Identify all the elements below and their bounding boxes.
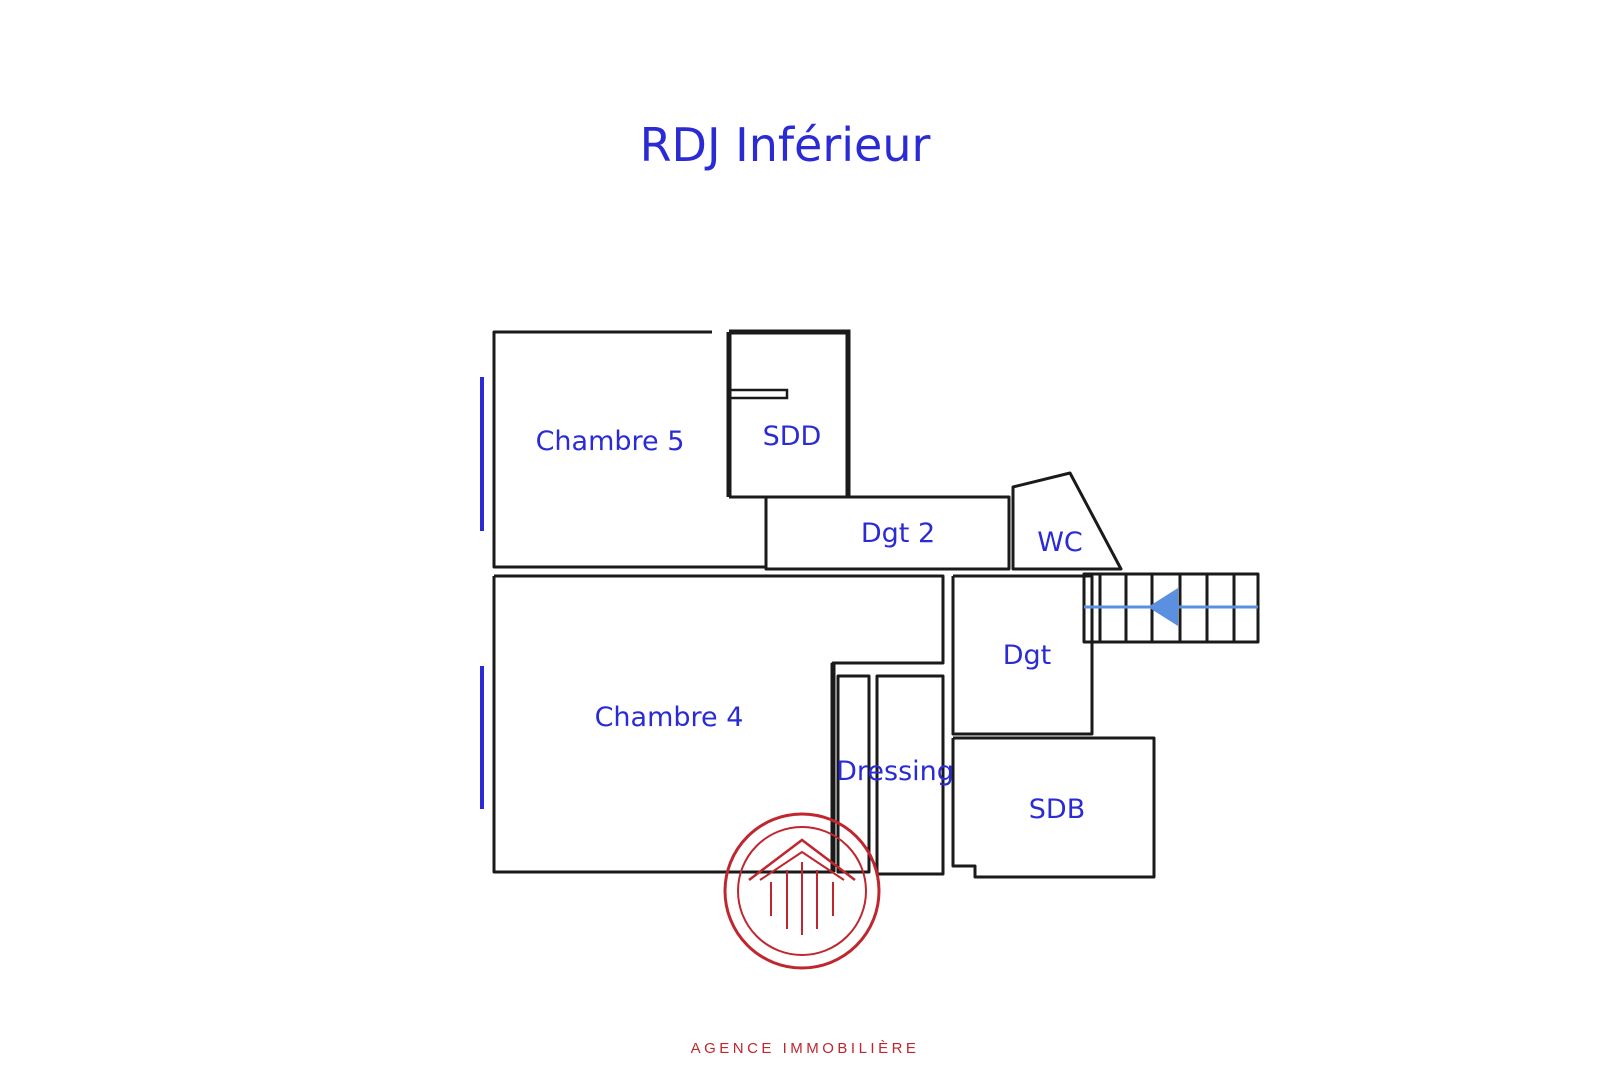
logo-outer-ring xyxy=(723,812,881,970)
room-sdb: SDB xyxy=(951,736,1156,879)
room-dgt: Dgt xyxy=(951,574,1094,736)
wall-sdb xyxy=(951,736,1156,879)
stair-arrow-head-icon xyxy=(1148,588,1178,626)
wall-dressing-left xyxy=(836,674,871,874)
label-chambre-4: Chambre 4 xyxy=(595,702,744,733)
wall-dgt xyxy=(951,574,1094,736)
label-chambre-5: Chambre 5 xyxy=(536,426,685,457)
sdd-stub xyxy=(727,388,789,400)
logo-roof-outer-icon xyxy=(748,838,856,881)
plan-title: RDJ Inférieur xyxy=(639,118,931,172)
room-sdd: SDD xyxy=(726,329,851,499)
label-wc: WC xyxy=(1037,527,1083,558)
label-sdd: SDD xyxy=(763,421,822,452)
label-sdb: SDB xyxy=(1029,794,1085,825)
room-dressing: Dressing xyxy=(836,674,954,876)
room-dgt-2: Dgt 2 xyxy=(764,495,1011,571)
agency-caption: AGENCE IMMOBILIÈRE xyxy=(690,1040,920,1057)
wall-chambre-5 xyxy=(492,330,766,569)
room-chambre-5: Chambre 5 xyxy=(480,330,766,569)
agency-logo xyxy=(723,812,881,970)
label-dgt: Dgt xyxy=(1003,640,1052,671)
label-dgt-2: Dgt 2 xyxy=(861,518,935,549)
staircase xyxy=(1082,572,1260,644)
wall-wc xyxy=(1011,471,1123,571)
label-dressing: Dressing xyxy=(836,756,954,787)
room-wc: WC xyxy=(1011,471,1123,571)
logo-inner-ring xyxy=(737,826,867,956)
room-chambre-4: Chambre 4 xyxy=(480,574,945,874)
wall-dgt-2 xyxy=(764,495,1011,571)
logo-roof-inner-icon xyxy=(759,850,845,881)
wall-dressing-right xyxy=(875,674,945,876)
wall-sdd xyxy=(729,329,851,497)
